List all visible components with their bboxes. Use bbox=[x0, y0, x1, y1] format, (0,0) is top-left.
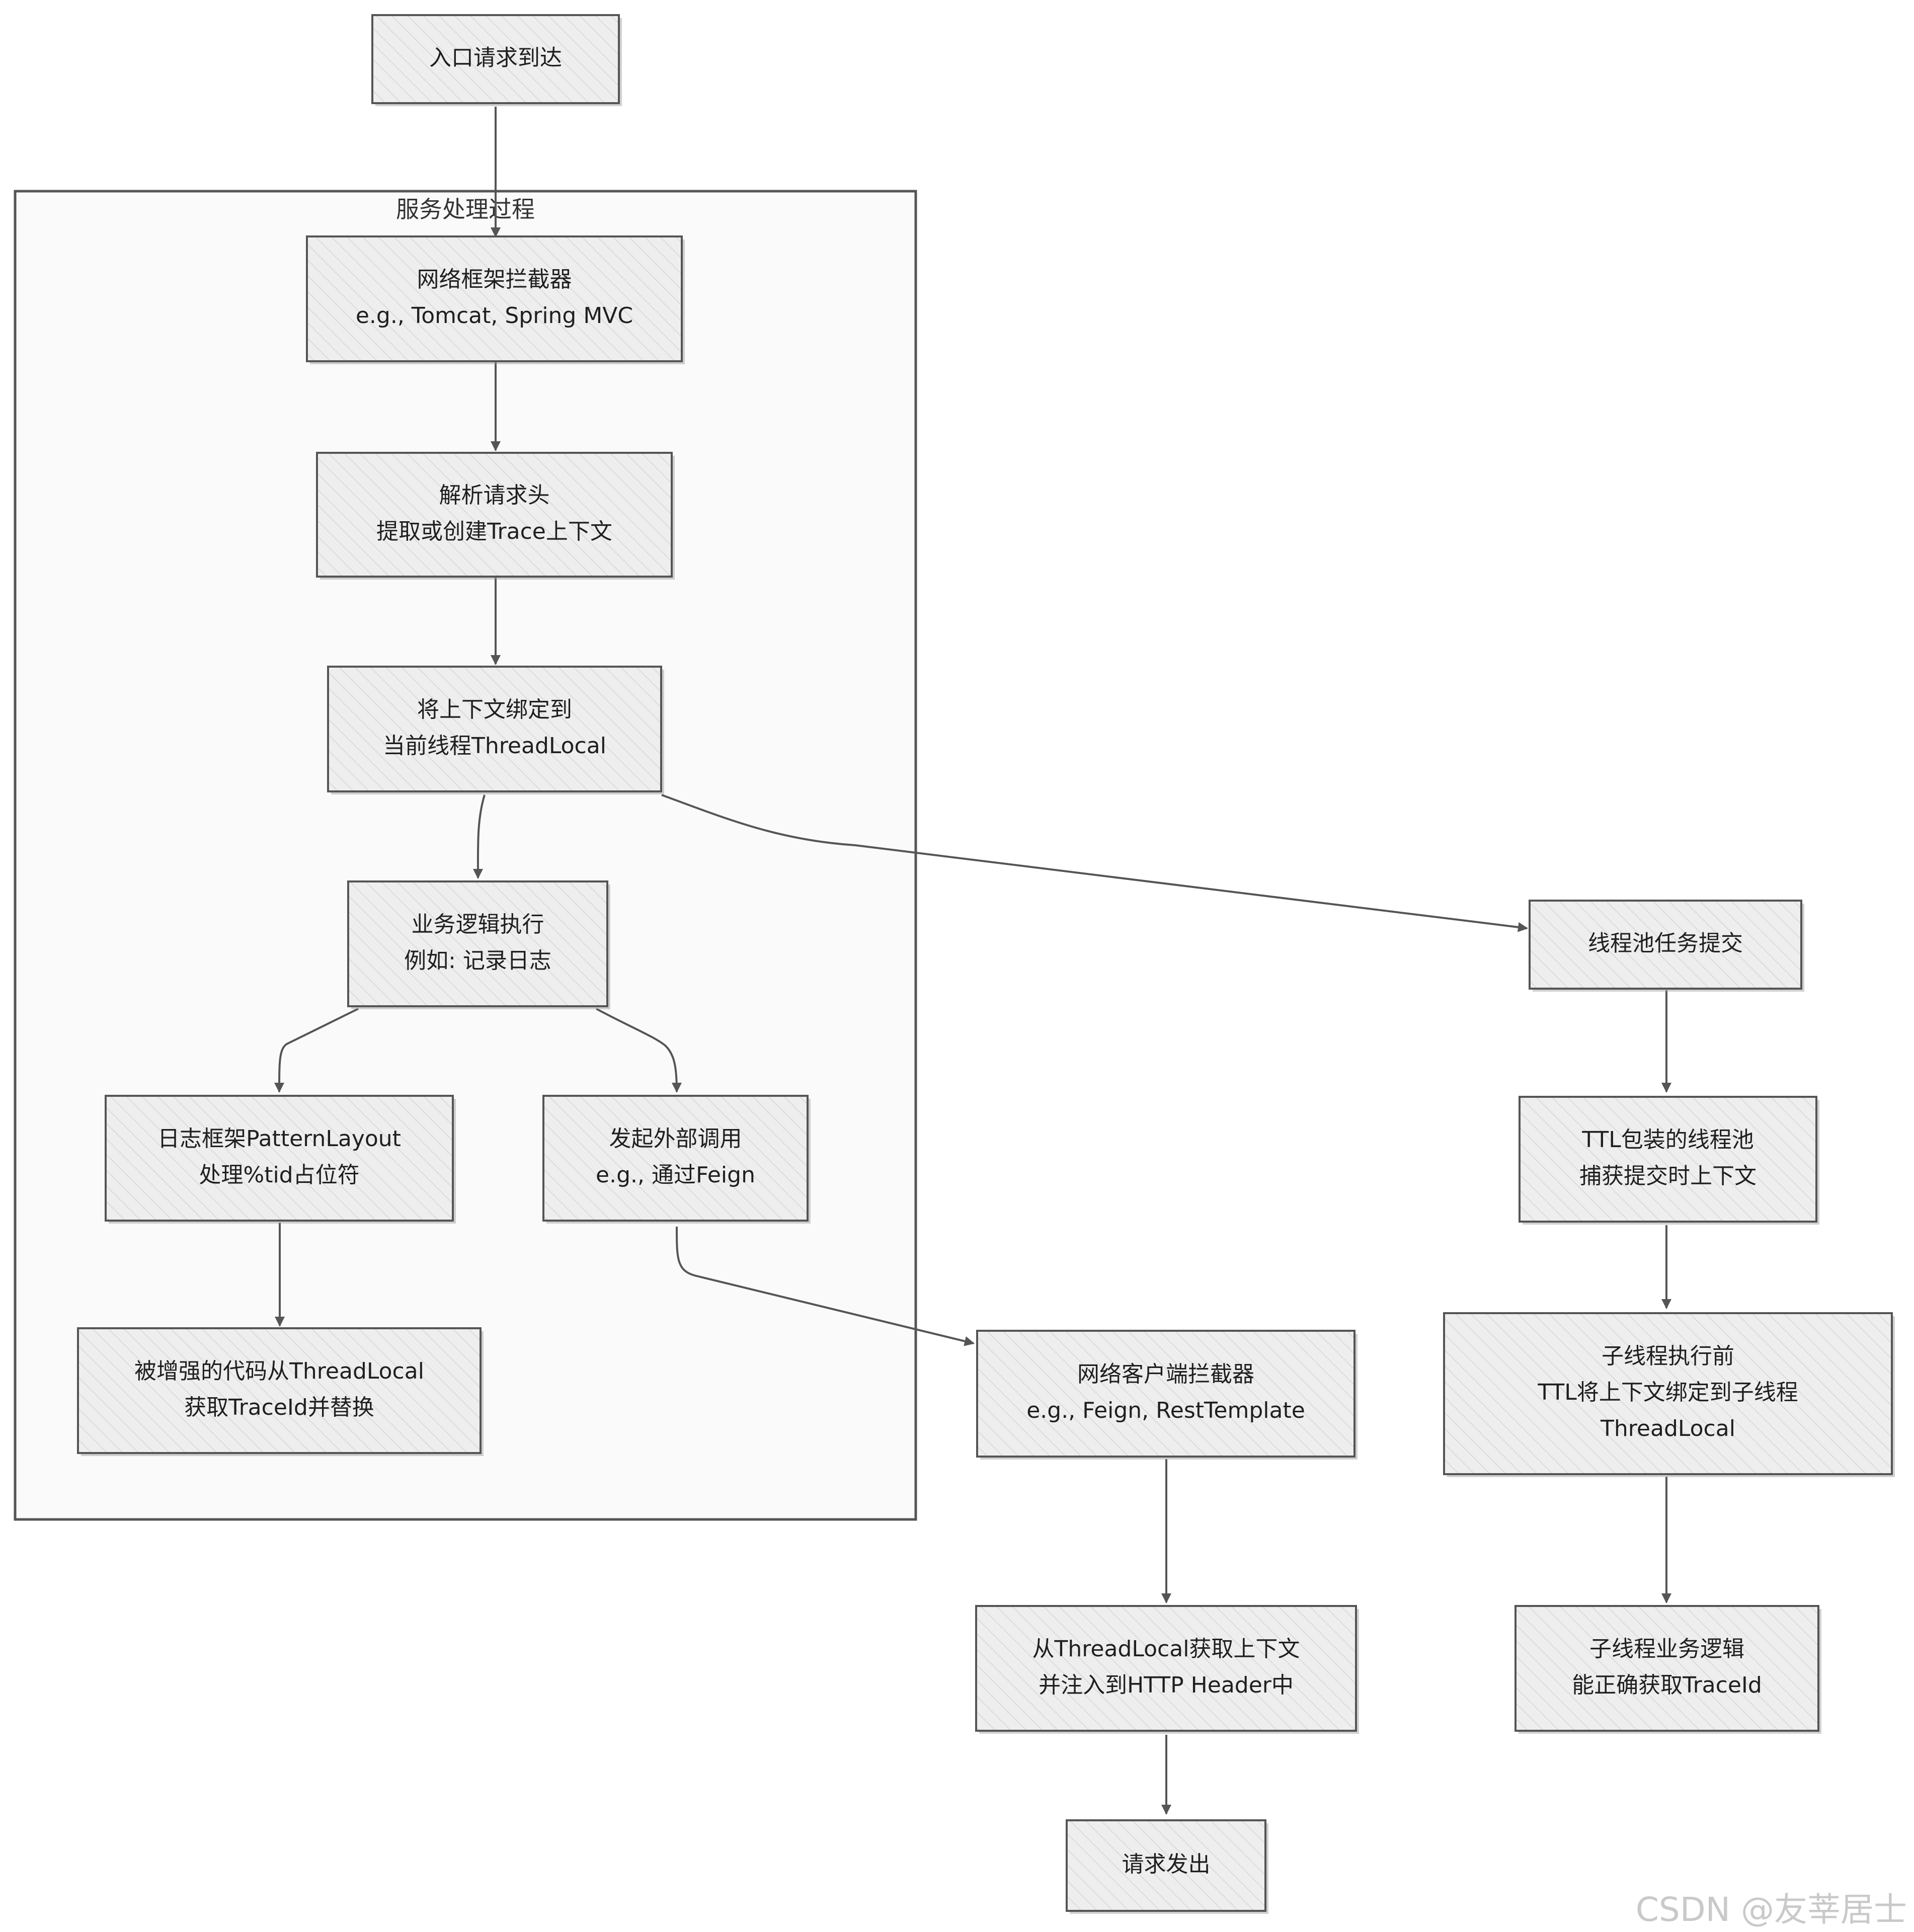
node-label-line: 子线程业务逻辑 bbox=[1589, 1636, 1744, 1662]
node-label-line: TTL将上下文绑定到子线程 bbox=[1537, 1380, 1798, 1405]
node-label-line: 业务逻辑执行 bbox=[412, 912, 544, 937]
node-label-line: 将上下文绑定到 bbox=[417, 697, 572, 722]
node-label-line: 网络客户端拦截器 bbox=[1077, 1361, 1254, 1387]
node-entry: 入口请求到达 bbox=[371, 14, 622, 106]
node-network-client-interceptor: 网络客户端拦截器 e.g., Feign, RestTemplate bbox=[976, 1330, 1358, 1460]
node-box bbox=[1443, 1312, 1893, 1475]
node-label-line: e.g., 通过Feign bbox=[596, 1162, 755, 1188]
node-external-call: 发起外部调用 e.g., 通过Feign bbox=[542, 1095, 811, 1224]
node-label-line: 提取或创建Trace上下文 bbox=[376, 519, 612, 544]
node-enhanced-code: 被增强的代码从ThreadLocal 获取TraceId并替换 bbox=[77, 1327, 484, 1456]
node-box bbox=[347, 880, 608, 1007]
node-label-line: ThreadLocal bbox=[1600, 1416, 1735, 1441]
node-box bbox=[542, 1095, 809, 1222]
node-box bbox=[1066, 1819, 1266, 1912]
edge-external-call-to-client-interceptor bbox=[676, 1226, 975, 1346]
node-label-line: 获取TraceId并替换 bbox=[184, 1395, 374, 1420]
node-box bbox=[1519, 1096, 1817, 1223]
node-label-line: TTL包装的线程池 bbox=[1581, 1127, 1754, 1153]
node-label-line: 日志框架PatternLayout bbox=[157, 1126, 401, 1152]
nodes: 入口请求到达 网络框架拦截器 e.g., Tomcat, Spring MVC 解… bbox=[77, 14, 1895, 1914]
node-label-line: 子线程执行前 bbox=[1602, 1343, 1734, 1369]
edge-business-to-patternlayout bbox=[274, 1008, 359, 1093]
edge-bind-to-business bbox=[472, 794, 486, 879]
node-box bbox=[327, 666, 662, 792]
node-box bbox=[1514, 1605, 1819, 1732]
watermark: CSDN @友莘居士 bbox=[1636, 1890, 1907, 1929]
node-box bbox=[105, 1095, 454, 1222]
node-label-line: e.g., Tomcat, Spring MVC bbox=[356, 303, 633, 329]
node-label-line: 发起外部调用 bbox=[609, 1126, 742, 1152]
service-process-cluster: 服务处理过程 bbox=[14, 190, 917, 1521]
node-threadpool-submit: 线程池任务提交 bbox=[1529, 900, 1804, 992]
edge-bind-to-threadpool bbox=[661, 794, 1528, 932]
node-request-out: 请求发出 bbox=[1066, 1819, 1268, 1914]
edge-business-to-external-call bbox=[596, 1008, 682, 1093]
node-network-framework-interceptor: 网络框架拦截器 e.g., Tomcat, Spring MVC bbox=[306, 235, 685, 364]
node-box bbox=[316, 452, 673, 578]
node-label-line: e.g., Feign, RestTemplate bbox=[1026, 1398, 1305, 1423]
node-label-line: 入口请求到达 bbox=[429, 45, 562, 71]
node-label-line: 能正确获取TraceId bbox=[1572, 1672, 1762, 1698]
node-box bbox=[371, 14, 620, 104]
node-label-line: 处理%tid占位符 bbox=[199, 1162, 359, 1188]
node-label-line: 请求发出 bbox=[1122, 1852, 1211, 1877]
node-box bbox=[306, 235, 683, 362]
node-box bbox=[976, 1330, 1355, 1458]
cluster-label: 服务处理过程 bbox=[396, 196, 535, 223]
node-box bbox=[77, 1327, 482, 1454]
node-box bbox=[1529, 900, 1802, 990]
node-box bbox=[975, 1605, 1357, 1732]
node-label-line: 从ThreadLocal获取上下文 bbox=[1032, 1636, 1300, 1662]
node-label-line: 网络框架拦截器 bbox=[417, 267, 572, 292]
node-child-thread-before: 子线程执行前 TTL将上下文绑定到子线程 ThreadLocal bbox=[1443, 1312, 1895, 1477]
edges bbox=[274, 107, 1671, 1815]
node-label-line: 当前线程ThreadLocal bbox=[383, 733, 606, 759]
node-label-line: 捕获提交时上下文 bbox=[1579, 1163, 1757, 1189]
node-label-line: 线程池任务提交 bbox=[1588, 931, 1743, 956]
node-label-line: 被增强的代码从ThreadLocal bbox=[134, 1358, 424, 1384]
node-label-line: 并注入到HTTP Header中 bbox=[1039, 1672, 1294, 1698]
node-log-patternlayout: 日志框架PatternLayout 处理%tid占位符 bbox=[105, 1095, 456, 1224]
node-label-line: 解析请求头 bbox=[439, 482, 550, 508]
node-label-line: 例如: 记录日志 bbox=[404, 948, 551, 974]
